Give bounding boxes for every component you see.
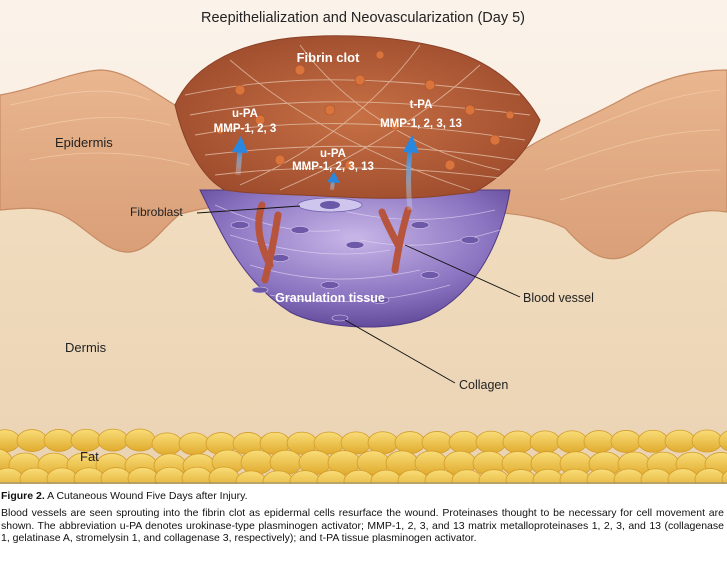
figure-number: Figure 2. <box>1 490 45 502</box>
figure-description: Blood vessels are seen sprouting into th… <box>1 507 724 544</box>
label-epidermis: Epidermis <box>55 135 113 150</box>
arrow-left-icon <box>235 149 243 176</box>
leader-blood-vessel <box>404 244 521 298</box>
enzyme-left-line1: u-PA <box>232 108 258 120</box>
enzyme-right-line1: t-PA <box>410 99 433 111</box>
fat-lobule <box>421 431 453 454</box>
fat-lobule <box>637 429 669 453</box>
label-granulation-tissue: Granulation tissue <box>275 291 385 305</box>
enzyme-center-line2: MMP-1, 2, 3, 13 <box>292 161 374 173</box>
leader-lines <box>196 205 521 384</box>
label-fibroblast: Fibroblast <box>130 205 183 219</box>
epidermis-texture <box>9 89 721 201</box>
granulation-cells <box>230 221 480 322</box>
blood-vessels <box>255 201 412 284</box>
fat-lobule <box>151 432 183 456</box>
fat-lobule <box>178 432 210 456</box>
enzyme-right-line2: MMP-1, 2, 3, 13 <box>380 118 462 130</box>
label-blood-vessel: Blood vessel <box>523 291 594 305</box>
fat-lobule <box>240 449 274 475</box>
label-dermis: Dermis <box>65 340 107 355</box>
figure-caption: Figure 2. A Cutaneous Wound Five Days af… <box>0 484 727 572</box>
fat-lobule <box>583 430 615 453</box>
arrow-right-icon <box>406 149 413 211</box>
blood-vessel-left <box>255 201 282 284</box>
fibrin-clot <box>174 35 541 199</box>
figure-title-line: Figure 2. A Cutaneous Wound Five Days af… <box>1 490 724 503</box>
fat-lobule <box>43 429 75 452</box>
arrow-right-head-icon <box>403 135 419 153</box>
fat-lobule <box>664 429 696 453</box>
fat-lobule <box>529 430 561 454</box>
fat-layer <box>0 428 727 484</box>
enzyme-left-line2: MMP-1, 2, 3 <box>214 123 277 135</box>
fat-lobule <box>16 429 48 452</box>
fat-lobule <box>475 430 507 454</box>
wound-illustration: Reepithelialization and Neovascularizati… <box>0 0 727 484</box>
fat-lobule <box>610 430 642 453</box>
fat-lobule <box>721 470 727 484</box>
fat-lobule <box>70 428 102 452</box>
fat-lobule <box>448 430 480 454</box>
fat-lobule <box>556 430 588 454</box>
arrow-left-head-icon <box>232 136 248 153</box>
diagram-title: Reepithelialization and Neovascularizati… <box>201 10 525 26</box>
fat-lobule <box>394 431 426 454</box>
label-fat: Fat <box>80 449 99 464</box>
label-collagen: Collagen <box>459 378 508 392</box>
fat-lobule <box>124 428 156 452</box>
fat-lobule <box>502 430 534 454</box>
figure-title: A Cutaneous Wound Five Days after Injury… <box>47 490 248 502</box>
enzyme-arrows <box>232 135 419 211</box>
blood-vessel-right <box>378 206 412 274</box>
clot-red-cells <box>215 50 515 171</box>
fibroblast-nucleus <box>320 201 340 209</box>
fat-lobule <box>718 430 727 452</box>
arrow-center-head-icon <box>327 172 340 183</box>
label-fibrin-clot: Fibrin clot <box>297 50 361 65</box>
fat-lobule <box>691 429 723 453</box>
enzyme-center-line1: u-PA <box>320 148 346 160</box>
dermis-region <box>0 200 727 484</box>
leader-collagen <box>344 319 456 384</box>
leader-fibroblast <box>196 205 301 214</box>
fat-lobule <box>97 428 129 452</box>
